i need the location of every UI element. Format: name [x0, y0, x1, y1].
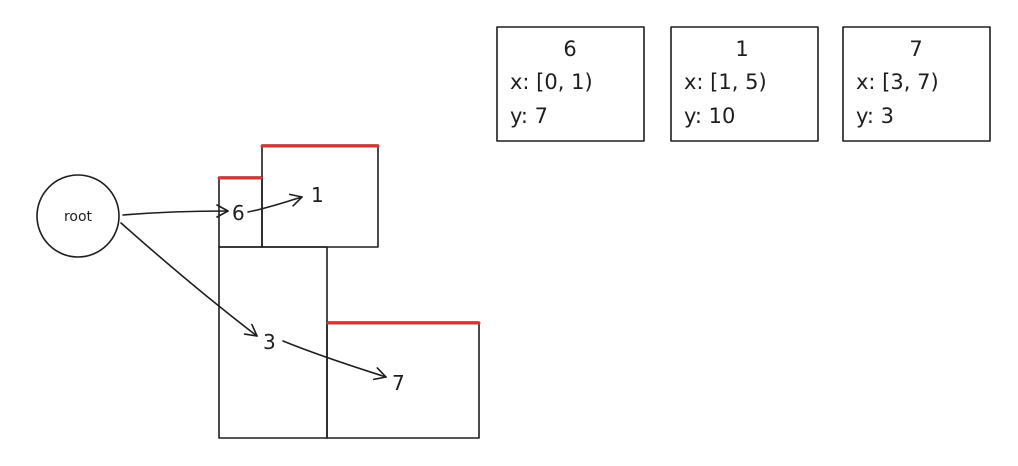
info-card-x-range: x: [0, 1) [510, 70, 593, 94]
node-label-1: 1 [311, 183, 324, 207]
info-card-y-value: y: 3 [856, 104, 894, 128]
info-card-frame [670, 26, 819, 142]
info-card-x-range: x: [1, 5) [684, 70, 767, 94]
node-label-7: 7 [392, 371, 405, 395]
arrow-root-to-3 [120, 222, 258, 337]
info-card-y-value: y: 10 [684, 104, 735, 128]
arrow-root-to-6 [122, 204, 229, 218]
root-node: root [36, 174, 120, 258]
info-card-frame [496, 26, 645, 142]
info-card-x-range: x: [3, 7) [856, 70, 939, 94]
arrow-6-to-1 [247, 193, 303, 213]
arrow-3-to-7 [282, 340, 387, 381]
info-card-7: 7 x: [3, 7) y: 3 [842, 26, 991, 142]
info-card-1: 1 x: [1, 5) y: 10 [670, 26, 819, 142]
info-card-title: 6 [563, 37, 576, 61]
node-label-6: 6 [232, 201, 245, 225]
info-card-y-value: y: 7 [510, 104, 548, 128]
root-label: root [64, 209, 93, 225]
info-card-title: 1 [735, 37, 748, 61]
root-circle [36, 174, 120, 258]
node-label-3: 3 [263, 330, 276, 354]
info-card-frame [842, 26, 991, 142]
info-card-title: 7 [909, 37, 922, 61]
info-card-6: 6 x: [0, 1) y: 7 [496, 26, 645, 142]
